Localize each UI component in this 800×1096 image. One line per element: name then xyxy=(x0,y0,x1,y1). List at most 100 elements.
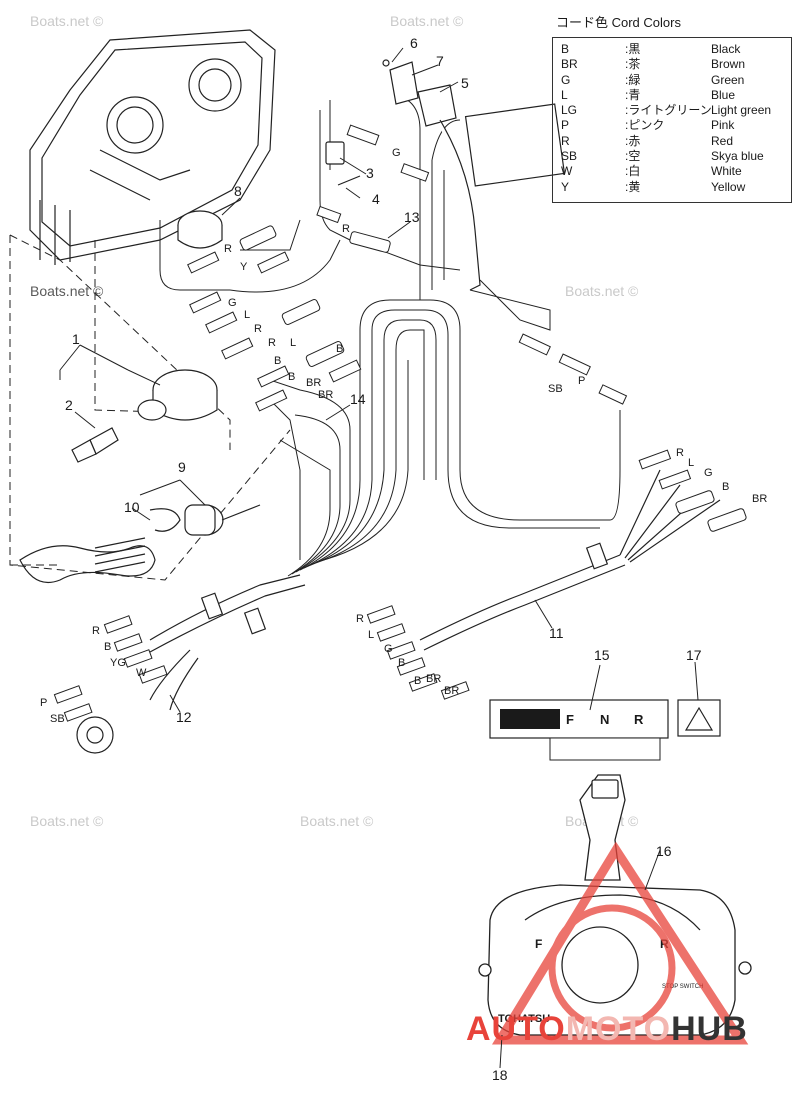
wire-bundle xyxy=(159,94,621,577)
legend-code: L xyxy=(561,87,568,102)
brand-logo-mark xyxy=(491,841,749,1045)
wire-tag: P xyxy=(578,375,585,387)
part-number: 3 xyxy=(366,165,374,181)
legend-ja: :黒 xyxy=(625,42,641,56)
wire-tag: BR xyxy=(752,493,767,505)
wire-tag: R xyxy=(92,625,100,637)
wire-connectors xyxy=(187,124,628,412)
relay-part-8 xyxy=(177,210,223,249)
part-number: 15 xyxy=(594,647,610,663)
legend-en: Blue xyxy=(711,87,736,102)
part-number: 16 xyxy=(656,843,672,859)
legend-row: Y :黄 Yellow xyxy=(561,180,783,195)
wire-tag: R xyxy=(254,323,262,335)
wire-tag: BR xyxy=(318,389,333,401)
brand-part-hub: HUB xyxy=(671,1010,748,1048)
part-number: 11 xyxy=(549,625,564,641)
wire-color-tags: G R R Y G L R R B L B B BR BR P SB R L G… xyxy=(40,147,767,725)
legend-title: コード色 Cord Colors xyxy=(556,15,681,30)
part-number: 18 xyxy=(492,1067,508,1083)
part-numbers: 1 2 3 4 5 6 7 8 9 10 11 12 13 14 15 16 1… xyxy=(65,35,702,1083)
legend-ja: :黄 xyxy=(625,179,641,194)
legend-en: Black xyxy=(711,42,741,56)
part-number: 1 xyxy=(72,331,80,347)
wire-tag: G xyxy=(704,467,713,479)
wire-tag: BR xyxy=(444,685,459,697)
legend-en: Red xyxy=(711,133,734,148)
legend-en: White xyxy=(711,164,742,179)
legend-ja: :ピンク xyxy=(625,118,665,133)
legend-code: G xyxy=(561,72,571,87)
legend-en: Pink xyxy=(711,118,735,133)
ignition-switch-part-1 xyxy=(71,369,218,463)
harness-part-11 xyxy=(419,469,721,651)
wire-tag: B xyxy=(288,371,295,383)
wire-tag: R xyxy=(342,223,350,235)
gear-label-part-15: F N R xyxy=(489,699,669,761)
wire-tag: B xyxy=(414,675,421,687)
wire-tag: P xyxy=(40,697,47,709)
wire-tag: L xyxy=(688,457,694,469)
lever-label-f: F xyxy=(566,712,574,727)
watermark: Boats.net © xyxy=(30,283,104,299)
legend-ja: :青 xyxy=(625,87,641,102)
legend-code: SB xyxy=(561,149,578,164)
legend-row: L :青 Blue xyxy=(561,88,783,103)
part-number: 4 xyxy=(372,191,380,207)
watermark: Boats.net © xyxy=(300,813,374,829)
wire-tag: YG xyxy=(110,657,126,669)
wire-tag: R xyxy=(224,243,232,255)
legend-ja: :空 xyxy=(625,149,641,164)
legend-en: Light green xyxy=(711,103,772,118)
part-number: 6 xyxy=(410,35,418,51)
remote-control-part-18 xyxy=(478,774,752,1036)
legend-row: SB :空 Skya blue xyxy=(561,149,783,164)
legend-en: Skya blue xyxy=(711,149,764,164)
legend-ja: :赤 xyxy=(625,133,641,148)
legend-ja: :ライトグリーン xyxy=(625,103,711,118)
wire-tag: B xyxy=(336,343,343,355)
wire-tag: SB xyxy=(548,383,563,395)
wire-tag: R xyxy=(268,337,276,349)
lanyard-part-10 xyxy=(19,537,156,584)
wire-tag: L xyxy=(244,309,250,321)
legend-en: Yellow xyxy=(711,179,746,194)
legend-code: P xyxy=(561,118,570,133)
part-number: 9 xyxy=(178,459,186,475)
legend-en: Green xyxy=(711,72,745,87)
wire-tag: W xyxy=(136,667,147,679)
wire-tag: G xyxy=(392,147,401,159)
legend-ja: :茶 xyxy=(625,57,641,72)
lever-label-r: R xyxy=(634,712,644,727)
wire-tag: SB xyxy=(50,713,65,725)
legend-code: R xyxy=(561,133,570,148)
legend-row: B :黒 Black xyxy=(561,42,783,57)
wire-tag: R xyxy=(676,447,684,459)
warning-sticker-part-17 xyxy=(677,699,721,737)
leader-lines xyxy=(59,47,699,1069)
control-label-f: F xyxy=(535,937,542,951)
stop-switch-part-9 xyxy=(149,504,261,536)
part-number: 10 xyxy=(124,499,140,515)
brand-part-auto: AUTO xyxy=(466,1010,566,1048)
control-box-housing xyxy=(29,29,276,265)
brand-watermark: AUTOMOTOHUB xyxy=(466,1010,748,1049)
legend-code: LG xyxy=(561,103,578,118)
legend-en: Brown xyxy=(711,57,746,72)
legend-code: B xyxy=(561,42,570,56)
wire-tag: R xyxy=(356,613,364,625)
stop-switch-text: STOP SWITCH xyxy=(662,984,703,990)
part-number: 2 xyxy=(65,397,73,413)
legend-code: W xyxy=(561,164,573,179)
part-number: 7 xyxy=(436,53,444,69)
legend-code: Y xyxy=(561,179,570,194)
wire-tag: B xyxy=(722,481,729,493)
legend-row: G :緑 Green xyxy=(561,73,783,88)
wire-tag: L xyxy=(290,337,296,349)
part-number: 12 xyxy=(176,709,192,725)
legend-ja: :緑 xyxy=(625,72,641,87)
harness-11-connectors xyxy=(366,449,747,700)
